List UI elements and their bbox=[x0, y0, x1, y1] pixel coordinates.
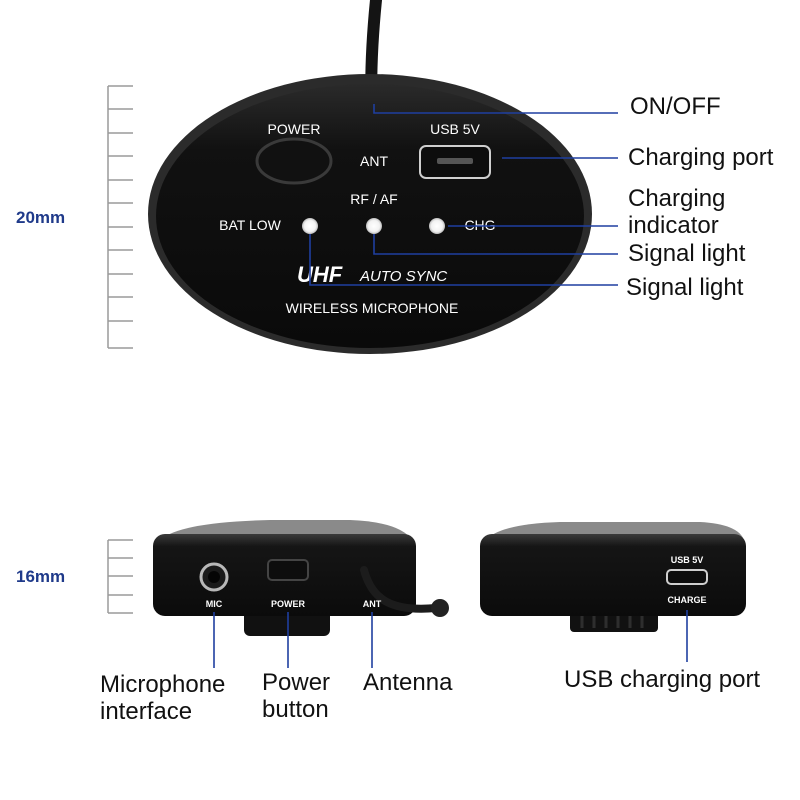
side-usb-label: USB 5V bbox=[671, 555, 704, 565]
bat-low-label: BAT LOW bbox=[219, 217, 282, 233]
bat-low-led bbox=[302, 218, 318, 234]
auto-sync-label: AUTO SYNC bbox=[359, 268, 447, 285]
side-ant-label: ANT bbox=[363, 599, 382, 609]
callout-signal-light-1: Signal light bbox=[628, 240, 746, 267]
callout-signal-light-2: Signal light bbox=[626, 274, 744, 301]
side-antenna-tip bbox=[431, 599, 449, 617]
callout-charging-indicator-line2: indicator bbox=[628, 212, 719, 239]
callout-usb-charging-port: USB charging port bbox=[564, 666, 760, 693]
side-usb-port[interactable] bbox=[666, 569, 708, 585]
leader-signal-light-1 bbox=[373, 234, 618, 255]
callout-power-button-line1: Power bbox=[262, 669, 330, 696]
side-power-label: POWER bbox=[271, 599, 306, 609]
callout-antenna: Antenna bbox=[363, 669, 453, 696]
mic-jack-hole bbox=[208, 571, 220, 583]
rf-af-label: RF / AF bbox=[350, 191, 397, 207]
brand-logo: UHF bbox=[297, 262, 343, 287]
callout-power-button-line2: button bbox=[262, 696, 329, 723]
callout-charging-port: Charging port bbox=[628, 144, 774, 171]
ant-label: ANT bbox=[360, 153, 388, 169]
ruler-16mm bbox=[107, 539, 133, 614]
right-device-body bbox=[480, 534, 746, 616]
ruler-20mm bbox=[107, 85, 133, 349]
chg-led bbox=[429, 218, 445, 234]
leader-on-off bbox=[373, 104, 618, 114]
usb-port-inner bbox=[437, 158, 473, 164]
side-charge-label: CHARGE bbox=[667, 595, 706, 605]
wireless-microphone-label: WIRELESS MICROPHONE bbox=[286, 300, 459, 316]
rf-af-led bbox=[366, 218, 382, 234]
callout-mic-interface-line2: interface bbox=[100, 698, 192, 725]
side-antenna bbox=[360, 566, 440, 613]
callout-charging-indicator-line1: Charging bbox=[628, 185, 725, 212]
side-power-button[interactable] bbox=[267, 559, 309, 581]
callout-mic-interface-line1: Microphone bbox=[100, 671, 225, 698]
power-label: POWER bbox=[268, 121, 321, 137]
callout-on-off: ON/OFF bbox=[630, 93, 721, 120]
leader-signal-light-2 bbox=[309, 234, 618, 286]
measurement-20mm: 20mm bbox=[16, 208, 65, 227]
measurement-16mm: 16mm bbox=[16, 567, 65, 586]
chg-label: CHG bbox=[464, 217, 495, 233]
usb-label: USB 5V bbox=[430, 121, 480, 137]
mic-label: MIC bbox=[206, 599, 223, 609]
power-button[interactable] bbox=[255, 137, 333, 185]
